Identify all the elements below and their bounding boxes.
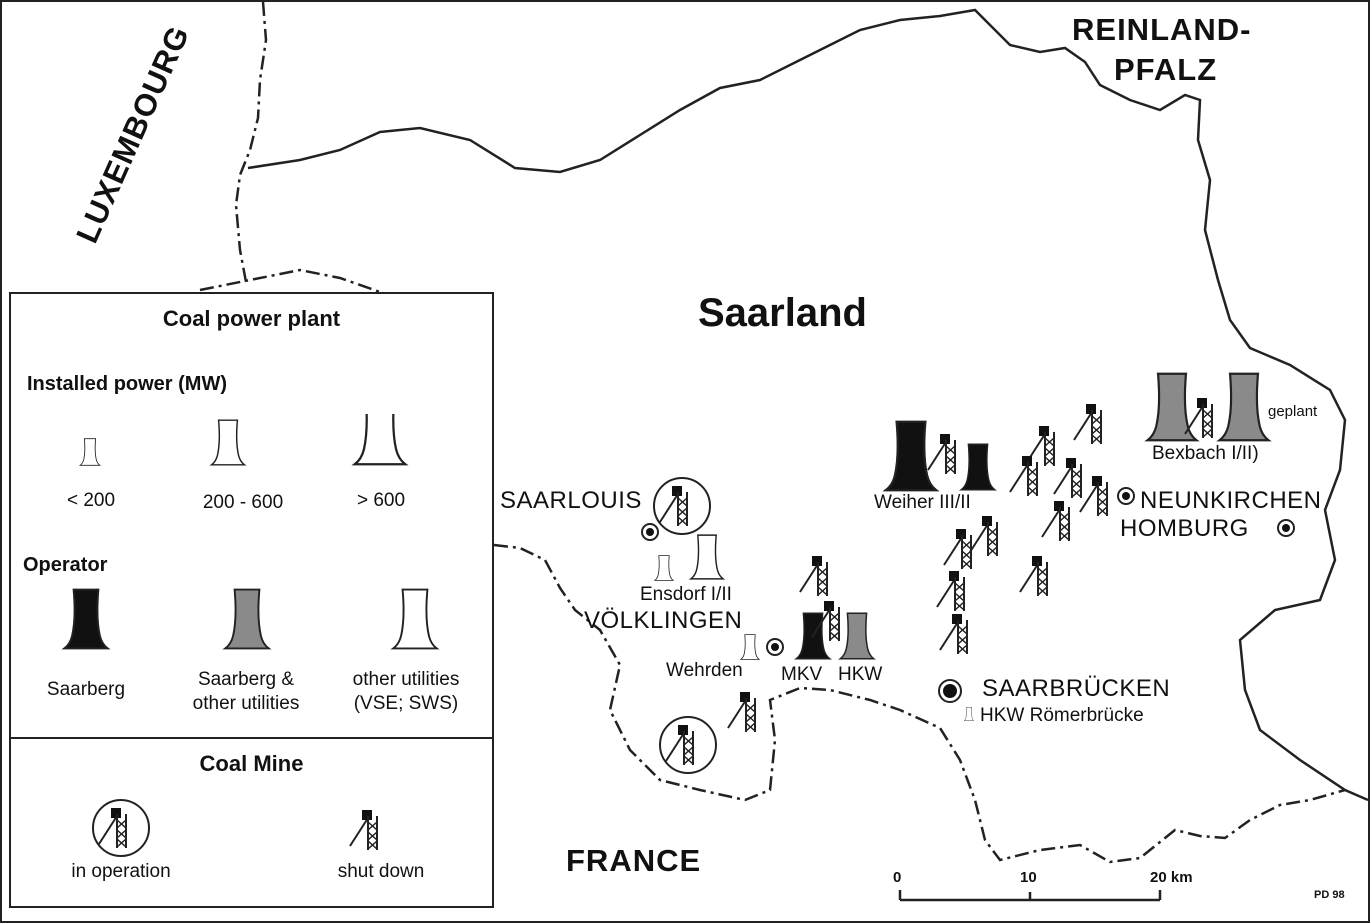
plant-roemerbruecke <box>963 707 975 721</box>
scale-label-20: 20 km <box>1150 869 1193 886</box>
label-geplant: geplant <box>1268 403 1318 420</box>
marker-saarlouis <box>641 523 659 541</box>
plant-wehrden <box>740 634 760 660</box>
legend-operator-3-line2: (VSE; SWS) <box>353 693 459 714</box>
plant-weiher-small <box>960 443 996 491</box>
scale-bar <box>898 890 1162 902</box>
label-rheinland-2: PFALZ <box>1114 52 1218 87</box>
legend-operator-title: Operator <box>23 554 108 576</box>
legend-operator-1-line1: Saarberg <box>46 679 126 700</box>
legend-coal-plant-title: Coal power plant <box>162 306 341 331</box>
operator-saarberg-icon <box>63 588 109 650</box>
plant-bexbach-2 <box>1218 372 1270 442</box>
legend-operator-icons <box>63 588 438 650</box>
luxembourg-border-2 <box>199 268 381 294</box>
label-mkv: MKV <box>781 664 823 685</box>
size-medium-icon <box>210 419 246 466</box>
credit-label: PD 98 <box>1314 889 1345 901</box>
plant-hkw <box>839 612 875 660</box>
label-wehrden: Wehrden <box>666 660 743 681</box>
france-border <box>493 543 1346 864</box>
scale-label-0: 0 <box>893 869 902 886</box>
operator-mixed-icon <box>224 588 270 650</box>
label-bexbach: Bexbach I/II) <box>1152 443 1259 464</box>
size-large-icon <box>353 414 407 466</box>
marker-homburg <box>1277 519 1295 537</box>
plant-ensdorf-large <box>689 534 725 580</box>
legend-size-large: > 600 <box>356 490 406 511</box>
scale-label-10: 10 <box>1020 869 1037 886</box>
legend-mine-shut-down: shut down <box>337 861 425 882</box>
mine-south <box>659 716 717 774</box>
label-hkw: HKW <box>838 664 883 685</box>
legend-operator-2-line1: Saarberg & <box>197 669 295 690</box>
legend-size-medium: 200 - 600 <box>202 492 284 513</box>
label-saarbruecken: SAARBRÜCKEN <box>982 675 1171 702</box>
label-saarlouis: SAARLOUIS <box>500 487 642 514</box>
label-hkw-roemerbruecke: HKW Römerbrücke <box>980 705 1144 726</box>
luxembourg-border <box>234 1 268 283</box>
plant-weiher-large <box>884 420 938 492</box>
operator-other-icon <box>392 588 438 650</box>
legend-coal-mine-title: Coal Mine <box>199 751 304 776</box>
size-small-icon <box>79 438 101 466</box>
legend-operator-2-line2: other utilities <box>192 693 300 714</box>
legend-installed-power-title: Installed power (MW) <box>27 373 227 395</box>
mine-saarlouis <box>653 477 711 535</box>
label-voelklingen: VÖLKLINGEN <box>584 607 743 634</box>
label-rheinland-1: REINLAND- <box>1072 12 1252 47</box>
label-france: FRANCE <box>566 843 702 878</box>
mine-in-operation-icon <box>92 799 150 857</box>
plant-bexbach-1 <box>1146 372 1198 442</box>
map-title: Saarland <box>698 291 867 335</box>
legend-mine-in-operation: in operation <box>71 861 171 882</box>
mine-shut-down-icon <box>349 809 378 851</box>
legend-divider <box>11 737 492 739</box>
marker-neunkirchen <box>1117 487 1135 505</box>
legend-size-small: < 200 <box>66 490 116 511</box>
marker-saarbruecken <box>938 679 962 703</box>
label-homburg: HOMBURG <box>1120 515 1249 542</box>
legend: Coal power plant Installed power (MW) < … <box>9 292 494 908</box>
label-ensdorf: Ensdorf I/II <box>640 584 732 605</box>
plant-ensdorf-small <box>654 555 674 581</box>
legend-operator-3-line1: other utilities <box>352 669 460 690</box>
label-neunkirchen: NEUNKIRCHEN <box>1140 487 1322 514</box>
marker-voelklingen <box>766 638 784 656</box>
legend-size-icons <box>79 414 407 466</box>
label-weiher: Weiher III/II <box>874 492 971 513</box>
legend-mine-icons <box>92 799 378 857</box>
rheinland-border <box>247 8 1369 802</box>
